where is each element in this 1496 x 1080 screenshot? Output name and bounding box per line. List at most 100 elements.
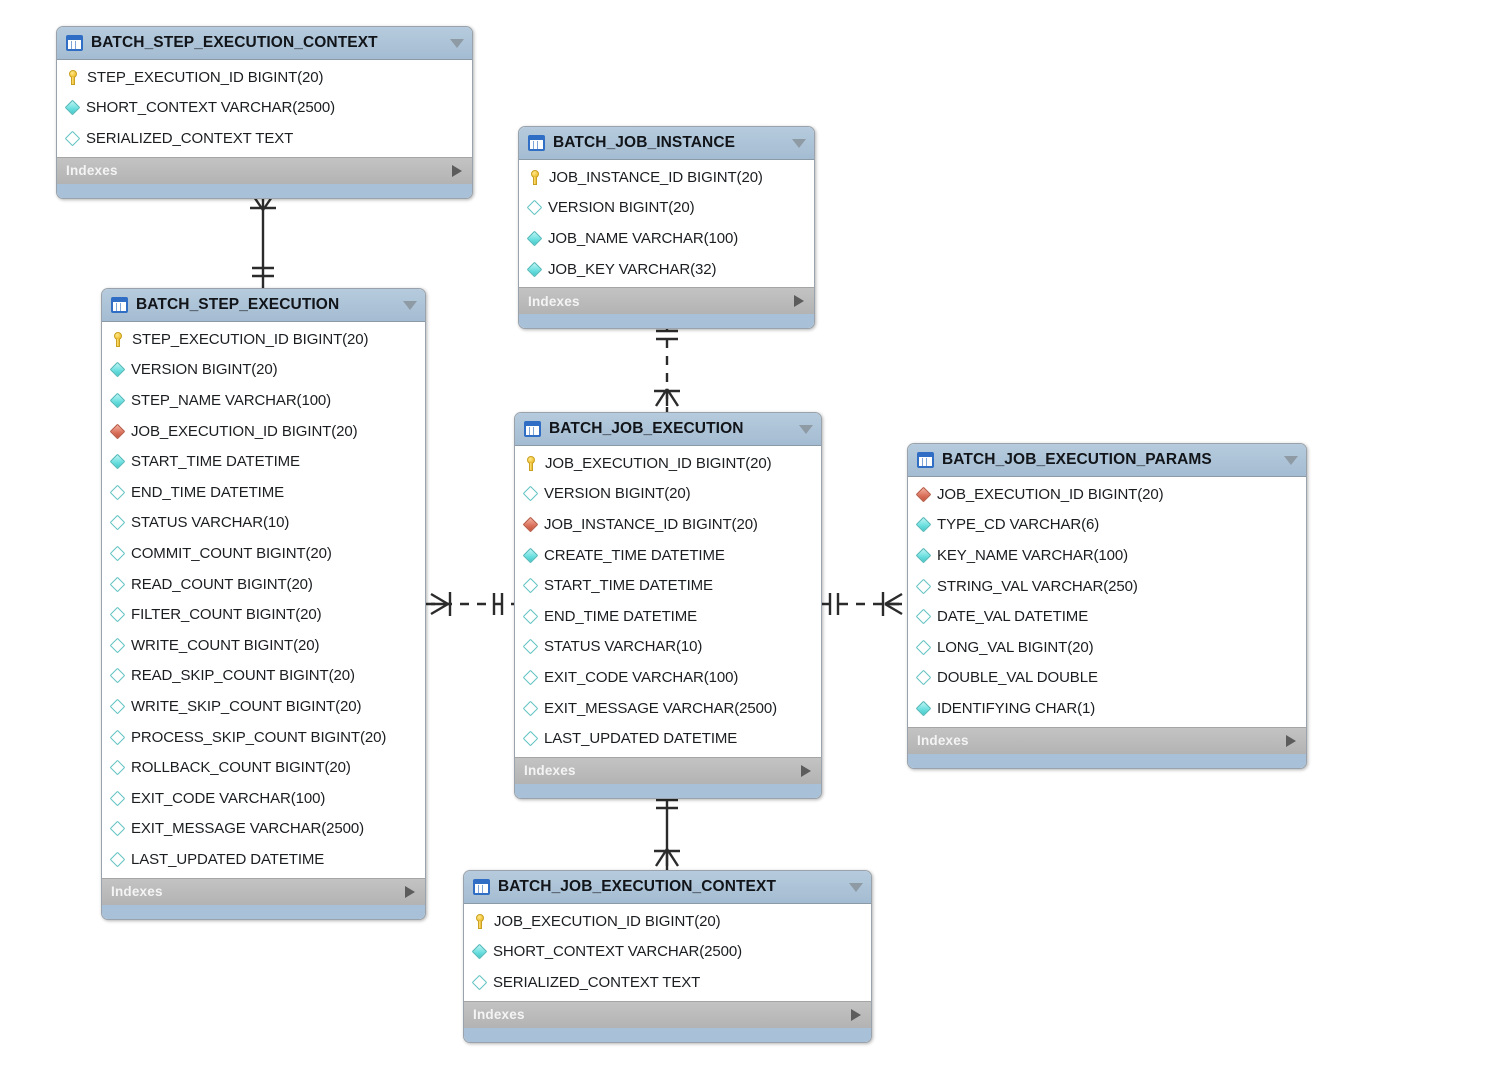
table-column-row[interactable]: STEP_NAME VARCHAR(100) <box>102 385 425 416</box>
key-icon <box>473 913 487 929</box>
expand-right-icon[interactable] <box>801 764 811 777</box>
table-column-row[interactable]: JOB_NAME VARCHAR(100) <box>519 223 814 254</box>
table-header[interactable]: BATCH_JOB_EXECUTION_PARAMS <box>908 444 1306 477</box>
table-header[interactable]: BATCH_STEP_EXECUTION <box>102 289 425 322</box>
chevron-down-icon[interactable] <box>450 38 464 48</box>
erd-table-batch-job-execution[interactable]: BATCH_JOB_EXECUTION JOB_EXECUTION_ID BIGI… <box>514 412 822 799</box>
column-label: END_TIME DATETIME <box>131 483 285 501</box>
diamond-hollow-icon <box>915 608 932 625</box>
table-column-row[interactable]: VERSION BIGINT(20) <box>515 479 821 510</box>
table-header[interactable]: BATCH_JOB_EXECUTION <box>515 413 821 446</box>
diamond-hollow-icon <box>471 974 488 991</box>
table-column-row[interactable]: SERIALIZED_CONTEXT TEXT <box>57 123 472 154</box>
column-label: SERIALIZED_CONTEXT TEXT <box>493 973 701 991</box>
indexes-bar[interactable]: Indexes <box>464 1000 871 1028</box>
diamond-hollow-icon <box>522 577 539 594</box>
table-column-row[interactable]: PROCESS_SKIP_COUNT BIGINT(20) <box>102 722 425 753</box>
table-column-row[interactable]: WRITE_COUNT BIGINT(20) <box>102 630 425 661</box>
table-column-row[interactable]: DATE_VAL DATETIME <box>908 601 1306 632</box>
column-label: PROCESS_SKIP_COUNT BIGINT(20) <box>131 728 387 746</box>
table-column-row[interactable]: SHORT_CONTEXT VARCHAR(2500) <box>464 937 871 968</box>
table-footer <box>464 1027 871 1042</box>
table-column-row[interactable]: SERIALIZED_CONTEXT TEXT <box>464 967 871 998</box>
table-column-row[interactable]: START_TIME DATETIME <box>515 570 821 601</box>
indexes-bar[interactable]: Indexes <box>515 756 821 784</box>
table-column-row[interactable]: EXIT_MESSAGE VARCHAR(2500) <box>102 814 425 845</box>
diamond-filled-icon <box>109 392 126 409</box>
expand-right-icon[interactable] <box>851 1008 861 1021</box>
erd-table-batch-job-execution-context[interactable]: BATCH_JOB_EXECUTION_CONTEXT JOB_EXECUTION… <box>463 870 872 1043</box>
chevron-down-icon[interactable] <box>1284 455 1298 465</box>
column-label: FILTER_COUNT BIGINT(20) <box>131 606 322 624</box>
table-column-row[interactable]: STATUS VARCHAR(10) <box>102 508 425 539</box>
column-label: EXIT_MESSAGE VARCHAR(2500) <box>544 699 778 717</box>
table-column-row[interactable]: STRING_VAL VARCHAR(250) <box>908 571 1306 602</box>
table-column-row[interactable]: SHORT_CONTEXT VARCHAR(2500) <box>57 93 472 124</box>
table-column-row[interactable]: WRITE_SKIP_COUNT BIGINT(20) <box>102 691 425 722</box>
column-label: EXIT_MESSAGE VARCHAR(2500) <box>131 820 365 838</box>
chevron-down-icon[interactable] <box>849 882 863 892</box>
table-title: BATCH_JOB_EXECUTION <box>549 420 744 437</box>
column-label: JOB_EXECUTION_ID BIGINT(20) <box>494 912 721 930</box>
table-column-row[interactable]: LAST_UPDATED DATETIME <box>102 844 425 875</box>
table-column-row[interactable]: IDENTIFYING CHAR(1) <box>908 693 1306 724</box>
table-column-row[interactable]: EXIT_CODE VARCHAR(100) <box>102 783 425 814</box>
table-column-row[interactable]: VERSION BIGINT(20) <box>102 355 425 386</box>
diamond-fk-icon <box>109 423 126 439</box>
table-column-row[interactable]: TYPE_CD VARCHAR(6) <box>908 510 1306 541</box>
table-column-row[interactable]: EXIT_MESSAGE VARCHAR(2500) <box>515 693 821 724</box>
indexes-bar[interactable]: Indexes <box>102 877 425 905</box>
diamond-hollow-icon <box>109 606 126 623</box>
table-column-row[interactable]: DOUBLE_VAL DOUBLE <box>908 663 1306 694</box>
table-column-row[interactable]: END_TIME DATETIME <box>102 477 425 508</box>
column-label: SERIALIZED_CONTEXT TEXT <box>86 129 294 147</box>
expand-right-icon[interactable] <box>1286 734 1296 747</box>
indexes-bar[interactable]: Indexes <box>57 156 472 184</box>
table-column-row[interactable]: VERSION BIGINT(20) <box>519 193 814 224</box>
table-column-row[interactable]: JOB_EXECUTION_ID BIGINT(20) <box>102 416 425 447</box>
table-column-row[interactable]: CREATE_TIME DATETIME <box>515 540 821 571</box>
chevron-down-icon[interactable] <box>799 424 813 434</box>
table-column-row[interactable]: STEP_EXECUTION_ID BIGINT(20) <box>102 324 425 355</box>
expand-right-icon[interactable] <box>452 164 462 177</box>
indexes-bar[interactable]: Indexes <box>519 287 814 315</box>
diamond-hollow-icon <box>109 545 126 562</box>
table-column-row[interactable]: JOB_KEY VARCHAR(32) <box>519 254 814 285</box>
table-column-row[interactable]: STEP_EXECUTION_ID BIGINT(20) <box>57 62 472 93</box>
table-column-row[interactable]: LAST_UPDATED DATETIME <box>515 723 821 754</box>
table-column-row[interactable]: JOB_EXECUTION_ID BIGINT(20) <box>515 448 821 479</box>
table-column-row[interactable]: EXIT_CODE VARCHAR(100) <box>515 662 821 693</box>
erd-table-batch-job-execution-params[interactable]: BATCH_JOB_EXECUTION_PARAMS JOB_EXECUTION_… <box>907 443 1307 769</box>
table-title: BATCH_JOB_EXECUTION_PARAMS <box>942 451 1212 468</box>
expand-right-icon[interactable] <box>405 885 415 898</box>
table-column-row[interactable]: LONG_VAL BIGINT(20) <box>908 632 1306 663</box>
table-column-row[interactable]: COMMIT_COUNT BIGINT(20) <box>102 538 425 569</box>
table-header[interactable]: BATCH_JOB_INSTANCE <box>519 127 814 160</box>
table-column-row[interactable]: JOB_INSTANCE_ID BIGINT(20) <box>515 509 821 540</box>
table-column-row[interactable]: START_TIME DATETIME <box>102 446 425 477</box>
table-column-row[interactable]: STATUS VARCHAR(10) <box>515 632 821 663</box>
table-column-row[interactable]: JOB_EXECUTION_ID BIGINT(20) <box>908 479 1306 510</box>
table-header[interactable]: BATCH_JOB_EXECUTION_CONTEXT <box>464 871 871 904</box>
table-title: BATCH_JOB_EXECUTION_CONTEXT <box>498 878 777 895</box>
column-label: WRITE_COUNT BIGINT(20) <box>131 636 320 654</box>
chevron-down-icon[interactable] <box>403 300 417 310</box>
diamond-hollow-icon <box>915 639 932 656</box>
table-column-row[interactable]: KEY_NAME VARCHAR(100) <box>908 540 1306 571</box>
table-column-row[interactable]: ROLLBACK_COUNT BIGINT(20) <box>102 752 425 783</box>
table-column-row[interactable]: FILTER_COUNT BIGINT(20) <box>102 599 425 630</box>
table-column-row[interactable]: JOB_EXECUTION_ID BIGINT(20) <box>464 906 871 937</box>
table-column-row[interactable]: END_TIME DATETIME <box>515 601 821 632</box>
table-column-row[interactable]: READ_SKIP_COUNT BIGINT(20) <box>102 661 425 692</box>
table-column-row[interactable]: JOB_INSTANCE_ID BIGINT(20) <box>519 162 814 193</box>
indexes-bar[interactable]: Indexes <box>908 726 1306 754</box>
chevron-down-icon[interactable] <box>792 138 806 148</box>
expand-right-icon[interactable] <box>794 295 804 308</box>
table-column-row[interactable]: READ_COUNT BIGINT(20) <box>102 569 425 600</box>
table-header[interactable]: BATCH_STEP_EXECUTION_CONTEXT <box>57 27 472 60</box>
column-label: JOB_KEY VARCHAR(32) <box>548 260 717 278</box>
